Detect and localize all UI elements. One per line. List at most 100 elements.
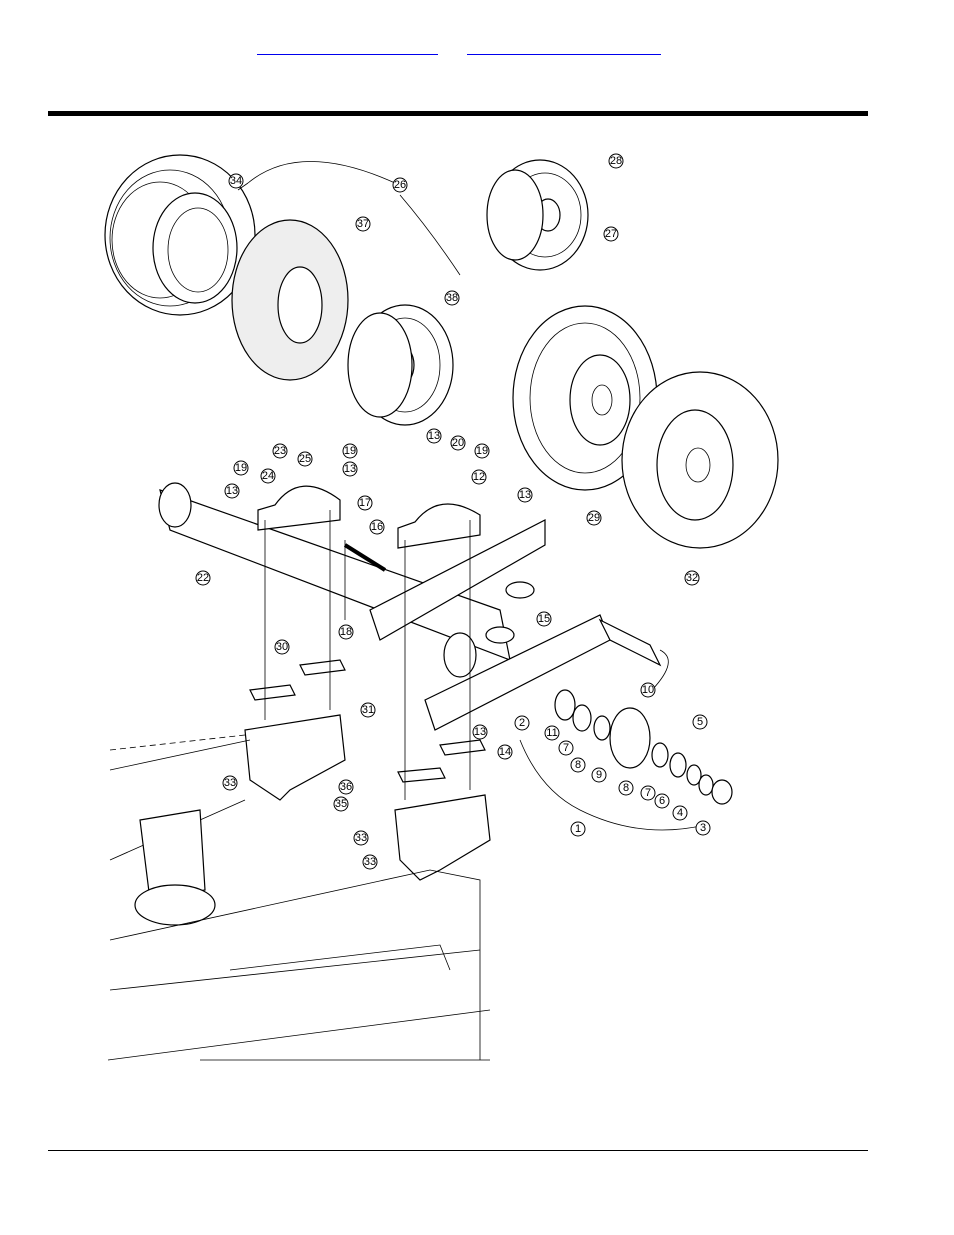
callout-19b: 19 — [233, 460, 249, 476]
svg-text:17: 17 — [359, 497, 371, 509]
svg-text:24: 24 — [262, 470, 274, 482]
svg-text:13: 13 — [226, 485, 238, 497]
svg-text:10: 10 — [642, 684, 654, 696]
arm-2 — [369, 519, 662, 731]
callout-13e: 13 — [472, 724, 488, 740]
clamp-right — [397, 503, 481, 549]
callout-16: 16 — [369, 519, 385, 535]
svg-text:18: 18 — [340, 626, 352, 638]
callout-27: 27 — [603, 226, 619, 242]
callout-23: 23 — [272, 443, 288, 459]
rim-38 — [347, 304, 454, 426]
callout-17: 17 — [357, 495, 373, 511]
callout-1: 1 — [570, 821, 586, 837]
svg-text:9: 9 — [596, 769, 602, 781]
callout-2: 2 — [514, 715, 530, 731]
callout-13a: 13 — [426, 428, 442, 444]
pad-30b — [299, 659, 346, 676]
callout-8b: 8 — [618, 780, 634, 796]
svg-text:29: 29 — [588, 512, 600, 524]
svg-text:13: 13 — [474, 726, 486, 738]
svg-text:32: 32 — [686, 572, 698, 584]
callout-11: 11 — [544, 725, 560, 741]
callout-3: 3 — [695, 820, 711, 836]
bumper-15a — [505, 581, 535, 599]
callout-19a: 19 — [342, 443, 358, 459]
callout-34: 35 — [333, 796, 349, 812]
svg-text:33: 33 — [355, 832, 367, 844]
rim-28 — [486, 159, 589, 271]
svg-text:37: 37 — [357, 218, 369, 230]
svg-text:31: 31 — [362, 704, 374, 716]
callout-24: 24 — [260, 468, 276, 484]
svg-text:34: 34 — [230, 175, 242, 187]
svg-text:36: 36 — [340, 781, 352, 793]
svg-text:7: 7 — [645, 787, 651, 799]
pad-30a — [249, 684, 296, 701]
svg-text:15: 15 — [538, 613, 550, 625]
svg-text:12: 12 — [473, 471, 485, 483]
nav-link-1[interactable] — [257, 40, 438, 55]
svg-text:26: 26 — [394, 179, 406, 191]
callout-36: 34 — [228, 173, 244, 189]
svg-text:23: 23 — [274, 445, 286, 457]
callout-28: 28 — [608, 153, 624, 169]
svg-text:20: 20 — [452, 437, 464, 449]
svg-text:13: 13 — [428, 430, 440, 442]
svg-text:13: 13 — [519, 489, 531, 501]
callout-22: 22 — [195, 570, 211, 586]
callout-33a: 33 — [222, 775, 238, 791]
svg-text:19: 19 — [344, 445, 356, 457]
deck-mount-right — [394, 794, 491, 881]
callout-8a: 8 — [570, 757, 586, 773]
svg-text:8: 8 — [623, 782, 629, 794]
callout-6: 6 — [654, 793, 670, 809]
callout-35: 36 — [338, 779, 354, 795]
svg-text:33: 33 — [224, 777, 236, 789]
svg-text:7: 7 — [563, 742, 569, 754]
svg-text:1: 1 — [575, 823, 581, 835]
svg-text:19: 19 — [476, 445, 488, 457]
tire-29 — [512, 305, 658, 491]
svg-text:16: 16 — [371, 521, 383, 533]
callout-9: 9 — [591, 767, 607, 783]
callout-21: 20 — [450, 435, 466, 451]
pad-30d — [439, 739, 486, 756]
callout-20: 19 — [474, 443, 490, 459]
header-rule — [48, 111, 868, 116]
callout-14: 14 — [497, 744, 513, 760]
tire-32 — [621, 371, 779, 549]
callout-13b: 13 — [342, 461, 358, 477]
svg-text:38: 38 — [446, 292, 458, 304]
svg-text:3: 3 — [700, 822, 706, 834]
mower-deck — [107, 734, 491, 1061]
callout-18: 18 — [338, 624, 354, 640]
callout-13d: 13 — [517, 487, 533, 503]
nav-link-2[interactable] — [467, 40, 661, 55]
callout-10: 10 — [640, 682, 656, 698]
svg-text:5: 5 — [697, 716, 703, 728]
svg-text:35: 35 — [335, 798, 347, 810]
clamp-left — [257, 485, 341, 531]
tube-37 — [231, 219, 349, 381]
svg-text:19: 19 — [235, 462, 247, 474]
svg-text:4: 4 — [677, 807, 683, 819]
footer-rule — [48, 1150, 868, 1151]
callout-32: 32 — [684, 570, 700, 586]
callout-38: 38 — [444, 290, 460, 306]
callout-33c: 33 — [362, 854, 378, 870]
bumper-15b — [485, 626, 515, 644]
svg-text:25: 25 — [299, 453, 311, 465]
callout-7b: 7 — [640, 785, 656, 801]
callout-5: 5 — [692, 714, 708, 730]
svg-text:27: 27 — [605, 228, 617, 240]
callout-13c: 13 — [224, 483, 240, 499]
callout-31: 31 — [360, 702, 376, 718]
callout-33b: 33 — [353, 830, 369, 846]
svg-text:8: 8 — [575, 759, 581, 771]
svg-text:33: 33 — [364, 856, 376, 868]
deck-mount-left — [244, 714, 346, 801]
callout-15: 15 — [536, 611, 552, 627]
pad-30c — [397, 767, 446, 783]
